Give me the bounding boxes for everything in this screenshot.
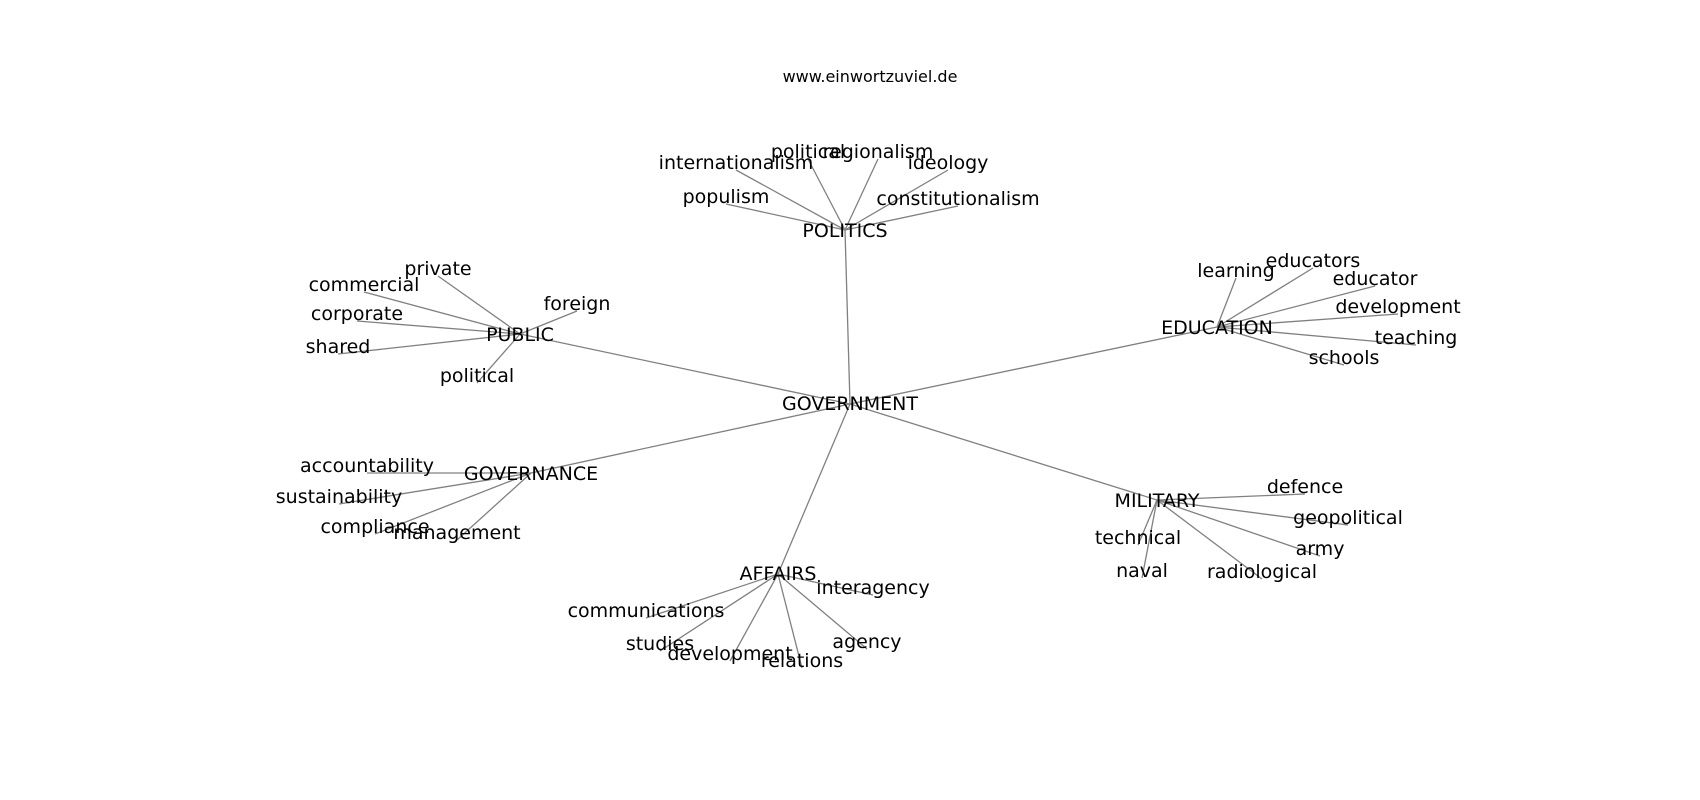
leaf-label-politics-1: regionalism [823,141,934,163]
edge-politics-5 [844,205,959,231]
edge-politics-2 [735,169,846,231]
edge-public-3 [356,320,521,335]
edge-military-4 [1141,499,1158,579]
edge-education-1 [1216,267,1314,328]
leaf-label-governance-1: sustainability [276,486,403,508]
leaf-label-military-0: defence [1267,476,1343,498]
hub-label-public: PUBLIC [486,324,554,346]
leaf-label-affairs-0: interagency [816,577,929,599]
edge-public-5 [476,333,521,384]
leaf-label-governance-2: compliance [320,516,429,538]
edge-politics-3 [844,169,949,231]
leaf-label-politics-4: populism [683,186,770,208]
leaf-label-affairs-2: studies [626,633,694,655]
hub-label-governance: GOVERNANCE [464,463,598,485]
edge-education-2 [1216,285,1376,328]
leaf-label-governance-0: accountability [300,455,434,477]
edge-public-0 [437,275,521,335]
leaf-label-military-4: naval [1116,560,1168,582]
edge-public-2 [519,310,578,335]
edge-military-3 [1156,499,1321,557]
edge-politics-0 [807,158,846,231]
leaf-label-military-2: technical [1095,527,1181,549]
edge-politics-1 [844,158,879,231]
leaf-label-public-4: shared [306,336,371,358]
edge-affairs-1 [645,573,779,619]
edge-governance-1 [338,472,532,505]
leaf-label-public-5: political [440,365,514,387]
hub-label-military: MILITARY [1115,490,1200,512]
leaf-label-military-5: radiological [1207,561,1317,583]
edge-affairs-0 [777,573,874,596]
leaf-label-affairs-3: agency [832,631,901,653]
edge-military-5 [1156,499,1263,580]
center-node-label: GOVERNMENT [782,393,918,415]
edge-military-0 [1156,493,1306,501]
edge-education-4 [1216,326,1417,346]
leaf-label-politics-0: political [771,141,845,163]
edge-military-1 [1156,499,1349,526]
leaf-label-military-1: geopolitical [1293,507,1403,529]
edge-education-3 [1216,313,1399,328]
watermark-text: www.einwortzuviel.de [783,67,958,86]
edge-affairs-5 [777,573,803,669]
leaf-label-education-1: educators [1266,250,1361,272]
edge-military-2 [1137,499,1158,546]
edge-center-governance [530,403,851,474]
leaf-label-education-2: educator [1333,268,1418,290]
edge-affairs-3 [777,573,868,650]
hub-label-politics: POLITICS [802,220,887,242]
leaf-label-affairs-5: relations [761,650,843,672]
leaf-label-politics-2: internationalism [659,152,814,174]
edges-layer [337,158,1417,669]
edge-center-politics [844,229,851,405]
leaf-label-governance-3: management [393,522,520,544]
leaf-label-affairs-4: development [667,643,792,665]
edge-governance-2 [374,472,532,535]
leaf-label-public-0: private [404,258,471,280]
edge-public-4 [337,333,521,355]
edge-center-military [849,403,1158,501]
edge-education-5 [1216,326,1345,366]
edge-affairs-4 [729,573,779,662]
edge-governance-3 [456,472,532,541]
hub-label-education: EDUCATION [1161,317,1273,339]
edge-center-public [519,333,851,405]
leaf-label-politics-3: ideology [908,152,989,174]
leaf-label-military-3: army [1296,538,1345,560]
leaf-label-public-3: corporate [311,303,403,325]
leaf-label-public-2: foreign [544,293,611,315]
edge-center-affairs [777,403,851,575]
hub-label-affairs: AFFAIRS [740,563,817,585]
edge-center-education [849,326,1218,405]
edge-public-1 [363,291,521,335]
hub-labels-layer: GOVERNMENT POLITICS PUBLIC EDUCATION GOV… [464,220,1273,585]
edge-politics-4 [725,203,846,231]
leaf-label-affairs-1: communications [568,600,725,622]
leaf-label-education-3: development [1335,296,1460,318]
leaf-label-public-1: commercial [309,274,420,296]
leaf-label-politics-5: constitutionalism [876,188,1039,210]
edge-affairs-2 [659,573,779,652]
leaf-label-education-5: schools [1309,347,1380,369]
leaf-label-education-0: learning [1197,260,1275,282]
edge-education-0 [1216,277,1237,328]
leaf-label-education-4: teaching [1375,327,1458,349]
